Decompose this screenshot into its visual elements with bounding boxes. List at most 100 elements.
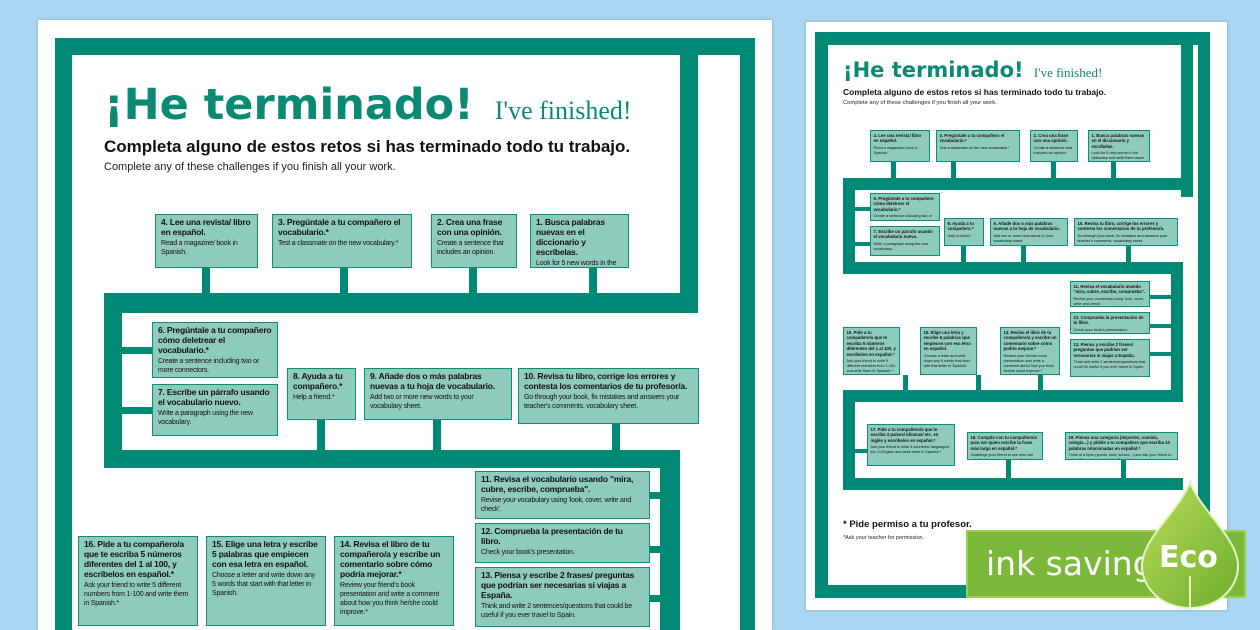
task-english: Think and write 2 sentences/questions th… bbox=[1073, 360, 1146, 369]
maze-path bbox=[855, 242, 870, 246]
task-card-8: 8. Ayuda a tu compañero.*Help a friend.* bbox=[944, 218, 984, 246]
task-english: Choose a letter and write down any 5 wor… bbox=[212, 572, 315, 597]
task-spanish: 19. Piensa una categoría (deportes, comi… bbox=[1068, 434, 1171, 451]
maze-path bbox=[855, 207, 870, 211]
maze-path bbox=[1181, 45, 1193, 197]
task-english: Create a sentence including two or more … bbox=[158, 358, 259, 374]
task-spanish: 11. Revisa el vocabulario usando "mira, … bbox=[1073, 283, 1145, 295]
maze-path bbox=[1150, 352, 1171, 356]
worksheet-title-small: ¡He terminado! I've finished! bbox=[843, 58, 1102, 82]
task-spanish: 11. Revisa el vocabulario usando "mira, … bbox=[481, 474, 634, 494]
task-card-1: 1. Busca palabras nuevas en el diccionar… bbox=[530, 214, 629, 268]
maze-path bbox=[612, 420, 620, 450]
task-english: Read a magazine/ book in Spanish. bbox=[873, 145, 918, 155]
maze-path bbox=[650, 492, 660, 499]
maze-path bbox=[843, 178, 1193, 190]
task-card-16: 16. Pide a tu compañero/a que te escriba… bbox=[843, 327, 900, 375]
task-english: Review your friend's book presentation a… bbox=[340, 582, 440, 616]
maze-path bbox=[650, 546, 660, 553]
worksheet-preview-large: ¡He terminado! I've finished! Completa a… bbox=[38, 20, 772, 630]
maze-path bbox=[1150, 295, 1171, 299]
eco-drop-icon bbox=[1140, 480, 1240, 609]
task-card-4: 4. Lee una revista/ libro en español.Rea… bbox=[870, 130, 930, 162]
task-spanish: 16. Pide a tu compañero/a que te escriba… bbox=[846, 329, 896, 357]
task-card-10: 10. Revisa tu libro, corrige los errores… bbox=[1074, 218, 1178, 246]
task-english: Create a sentence including two or more … bbox=[873, 214, 932, 221]
maze-path bbox=[961, 246, 966, 262]
task-english: Add two or more new words to your vocabu… bbox=[993, 233, 1054, 243]
maze-path bbox=[903, 375, 908, 390]
maze-path bbox=[660, 468, 680, 630]
task-card-11: 11. Revisa el vocabulario usando "mira, … bbox=[475, 471, 650, 519]
task-spanish: 1. Busca palabras nuevas en el diccionar… bbox=[536, 217, 605, 257]
task-card-6: 6. Pregúntale a tu compañero cómo deletr… bbox=[152, 322, 278, 378]
worksheet-preview-small: ¡He terminado! I've finished! Completa a… bbox=[806, 22, 1227, 610]
maze-path bbox=[340, 268, 348, 293]
maze-path bbox=[1150, 324, 1171, 328]
task-english: Write a paragraph using the new vocabula… bbox=[873, 241, 929, 251]
task-english: Go through your book, fix mistakes and a… bbox=[524, 394, 680, 410]
task-spanish: 9. Añade dos o más palabras nuevas a tu … bbox=[993, 220, 1060, 232]
task-spanish: 2. Crea una frase con una opinión. bbox=[1033, 132, 1069, 144]
maze-path bbox=[891, 161, 896, 178]
ink-saving-label: ink saving bbox=[986, 544, 1154, 583]
task-card-12: 12. Comprueba la presentación de tu libr… bbox=[475, 523, 650, 563]
task-card-17: 17. Pide a tu compañero/a que te escriba… bbox=[867, 424, 955, 466]
task-english: Ask your friend to write 3 countries/ la… bbox=[870, 445, 950, 454]
task-spanish: 13. Piensa y escribe 2 frases/ preguntas… bbox=[1073, 341, 1135, 358]
task-spanish: 8. Ayuda a tu compañero.* bbox=[293, 371, 343, 391]
task-english: Revise your vocabulary using 'look, cove… bbox=[1073, 296, 1145, 306]
task-spanish: 8. Ayuda a tu compañero.* bbox=[947, 220, 974, 232]
maze-path bbox=[1038, 375, 1043, 390]
task-card-3: 3. Pregúntale a tu compañero el vocabula… bbox=[936, 130, 1020, 162]
maze-path bbox=[843, 478, 1183, 490]
task-card-2: 2. Crea una frase con una opinión. Create… bbox=[431, 214, 517, 268]
subtitle-spanish: Completa alguno de estos retos si has te… bbox=[104, 137, 631, 156]
task-english: Think of a topic (sports, food, school..… bbox=[1068, 453, 1172, 460]
task-card-2: 2. Crea una frase con una opinión.Create… bbox=[1030, 130, 1078, 162]
maze-path bbox=[843, 390, 1183, 402]
task-card-14: 14. Revisa el libro de tu compañero/a y … bbox=[1000, 327, 1060, 375]
task-spanish: 15. Elige una letra y escribe 5 palabras… bbox=[212, 539, 318, 569]
task-english: Choose a letter and write down any 5 wor… bbox=[923, 353, 970, 368]
task-card-8: 8. Ayuda a tu compañero.*Help a friend.* bbox=[287, 368, 356, 420]
task-card-9: 9. Añade dos o más palabras nuevas a tu … bbox=[990, 218, 1068, 246]
maze-path bbox=[1198, 32, 1210, 598]
task-english: Challenge your friend to see who can wri… bbox=[970, 453, 1036, 460]
maze-path bbox=[122, 347, 152, 354]
title-english: I've finished! bbox=[1033, 65, 1103, 80]
maze-path bbox=[122, 407, 152, 414]
footer-english: *Ask your teacher for permission. bbox=[843, 535, 925, 541]
maze-path bbox=[843, 262, 1183, 274]
task-english: Revise your vocabulary using 'look, cove… bbox=[481, 497, 632, 513]
task-spanish: 6. Pregúntale a tu compañero cómo deletr… bbox=[873, 195, 934, 212]
task-spanish: 13. Piensa y escribe 2 frases/ preguntas… bbox=[481, 570, 635, 600]
task-english: Test a classmate on the new vocabulary.* bbox=[939, 145, 1010, 150]
task-english: Add two or more new words to your vocabu… bbox=[370, 394, 474, 410]
task-english: Ask your friend to write 5 different num… bbox=[84, 582, 189, 607]
maze-path bbox=[976, 375, 981, 390]
task-card-18: 18. Compite con tu compañero/a para ver … bbox=[967, 432, 1043, 460]
maze-path bbox=[843, 390, 855, 478]
maze-path bbox=[650, 595, 660, 602]
task-card-13: 13. Piensa y escribe 2 frases/ preguntas… bbox=[1070, 339, 1150, 377]
task-card-7: 7. Escribe un párrafo usando el vocabula… bbox=[870, 226, 940, 256]
maze-path bbox=[1006, 460, 1011, 478]
task-card-11: 11. Revisa el vocabulario usando "mira, … bbox=[1070, 281, 1150, 307]
task-spanish: 2. Crea una frase con una opinión. bbox=[437, 217, 503, 237]
task-spanish: 10. Revisa tu libro, corrige los errores… bbox=[1077, 220, 1165, 232]
task-card-3: 3. Pregúntale a tu compañero el vocabula… bbox=[272, 214, 412, 268]
task-card-14: 14. Revisa el libro de tu compañero/a y … bbox=[334, 536, 454, 626]
maze-path bbox=[855, 449, 867, 453]
subtitle-english: Complete any of these challenges if you … bbox=[843, 100, 997, 106]
task-card-15: 15. Elige una letra y escribe 5 palabras… bbox=[920, 327, 977, 375]
maze-path bbox=[1051, 161, 1056, 178]
maze-path bbox=[740, 38, 755, 630]
task-spanish: 6. Pregúntale a tu compañero cómo deletr… bbox=[158, 325, 272, 355]
maze-path bbox=[1121, 460, 1126, 478]
task-spanish: 7. Escribe un párrafo usando el vocabula… bbox=[158, 387, 270, 407]
task-english: Create a sentence that includes an opini… bbox=[437, 240, 504, 256]
title-spanish: ¡He terminado! bbox=[104, 80, 474, 130]
task-card-12: 12. Comprueba la presentación de tu libr… bbox=[1070, 312, 1150, 334]
task-english: Review your friend's book presentation a… bbox=[1003, 353, 1054, 373]
